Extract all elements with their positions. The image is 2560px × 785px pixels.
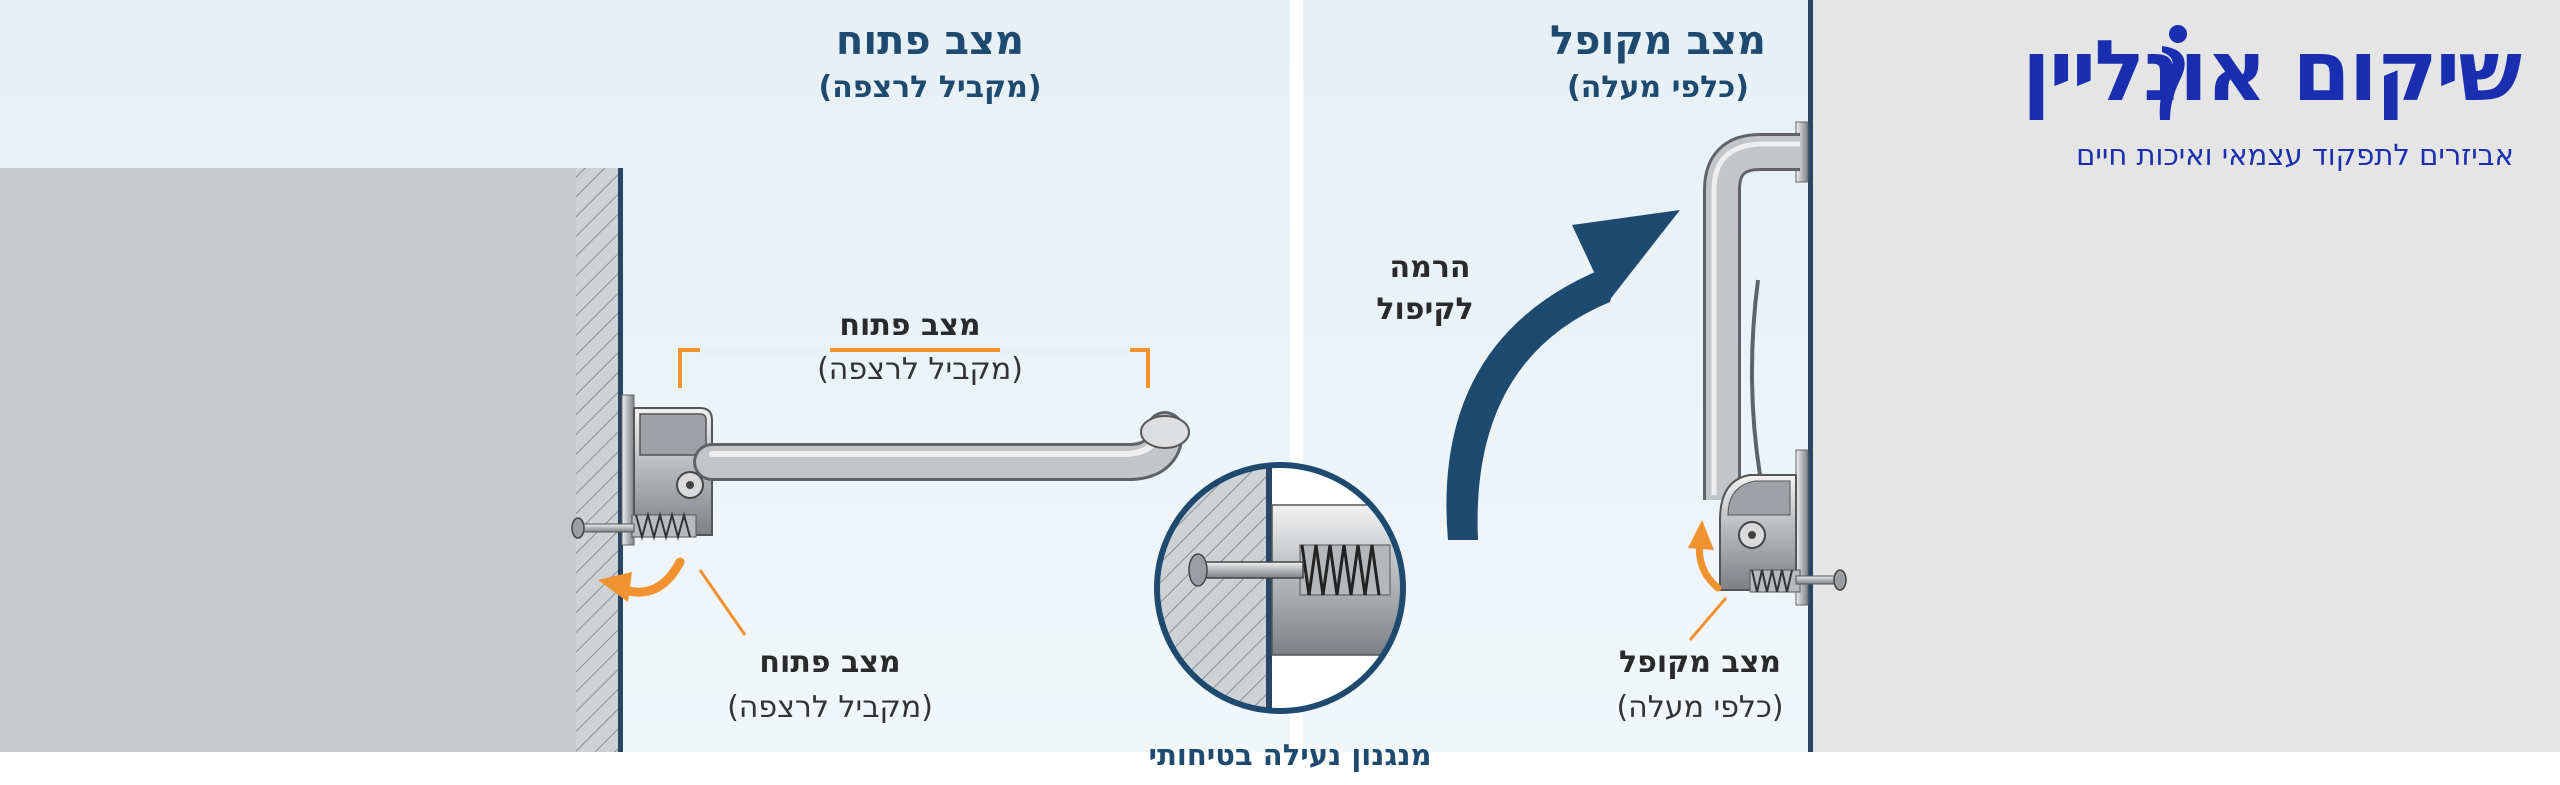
open-pivot-label: מצב פתוח <box>759 645 901 680</box>
locking-mechanism-detail <box>1154 462 1406 714</box>
lift-arrow-icon <box>1446 210 1680 540</box>
folded-state-title: מצב מקופל <box>1549 18 1766 64</box>
bottom-strip <box>0 752 2560 785</box>
folded-state-subtitle: (כלפי מעלה) <box>1566 70 1750 105</box>
brand-panel <box>1813 0 2560 752</box>
brand-tagline: אביזרים לתפקוד עצמאי ואיכות חיים <box>2076 138 2514 172</box>
folded-pivot-label: מצב מקופל <box>1618 645 1781 680</box>
mechanism-label: מנגנון נעילה בטיחותי <box>1148 738 1432 772</box>
folded-pivot-sublabel: (כלפי מעלה) <box>1616 690 1784 725</box>
brand-logo-text: שיקום אונליין <box>2021 22 2522 120</box>
curved-arrow-icon <box>598 557 747 636</box>
open-state-subtitle: (מקביל לרצפה) <box>818 70 1042 105</box>
folded-hinge-bracket <box>1719 449 1847 606</box>
right-wall <box>1808 0 1813 752</box>
open-hinge-bracket <box>571 394 713 546</box>
person-figure-icon <box>2159 25 2187 120</box>
lift-label-line1: הרמה <box>1389 250 1471 285</box>
left-wall <box>0 168 623 752</box>
open-pivot-sublabel: (מקביל לרצפה) <box>727 690 933 725</box>
open-bracket-marker <box>678 348 1150 388</box>
curved-arrow-icon <box>1688 520 1728 641</box>
lift-label-line2: לקיפול <box>1376 292 1474 327</box>
open-state-title: מצב פתוח <box>835 18 1025 64</box>
bracket-label: מצב פתוח <box>839 308 981 343</box>
bracket-sublabel: (מקביל לרצפה) <box>817 352 1023 387</box>
open-grab-bar <box>693 411 1190 481</box>
folded-grab-bar <box>1703 121 1809 500</box>
